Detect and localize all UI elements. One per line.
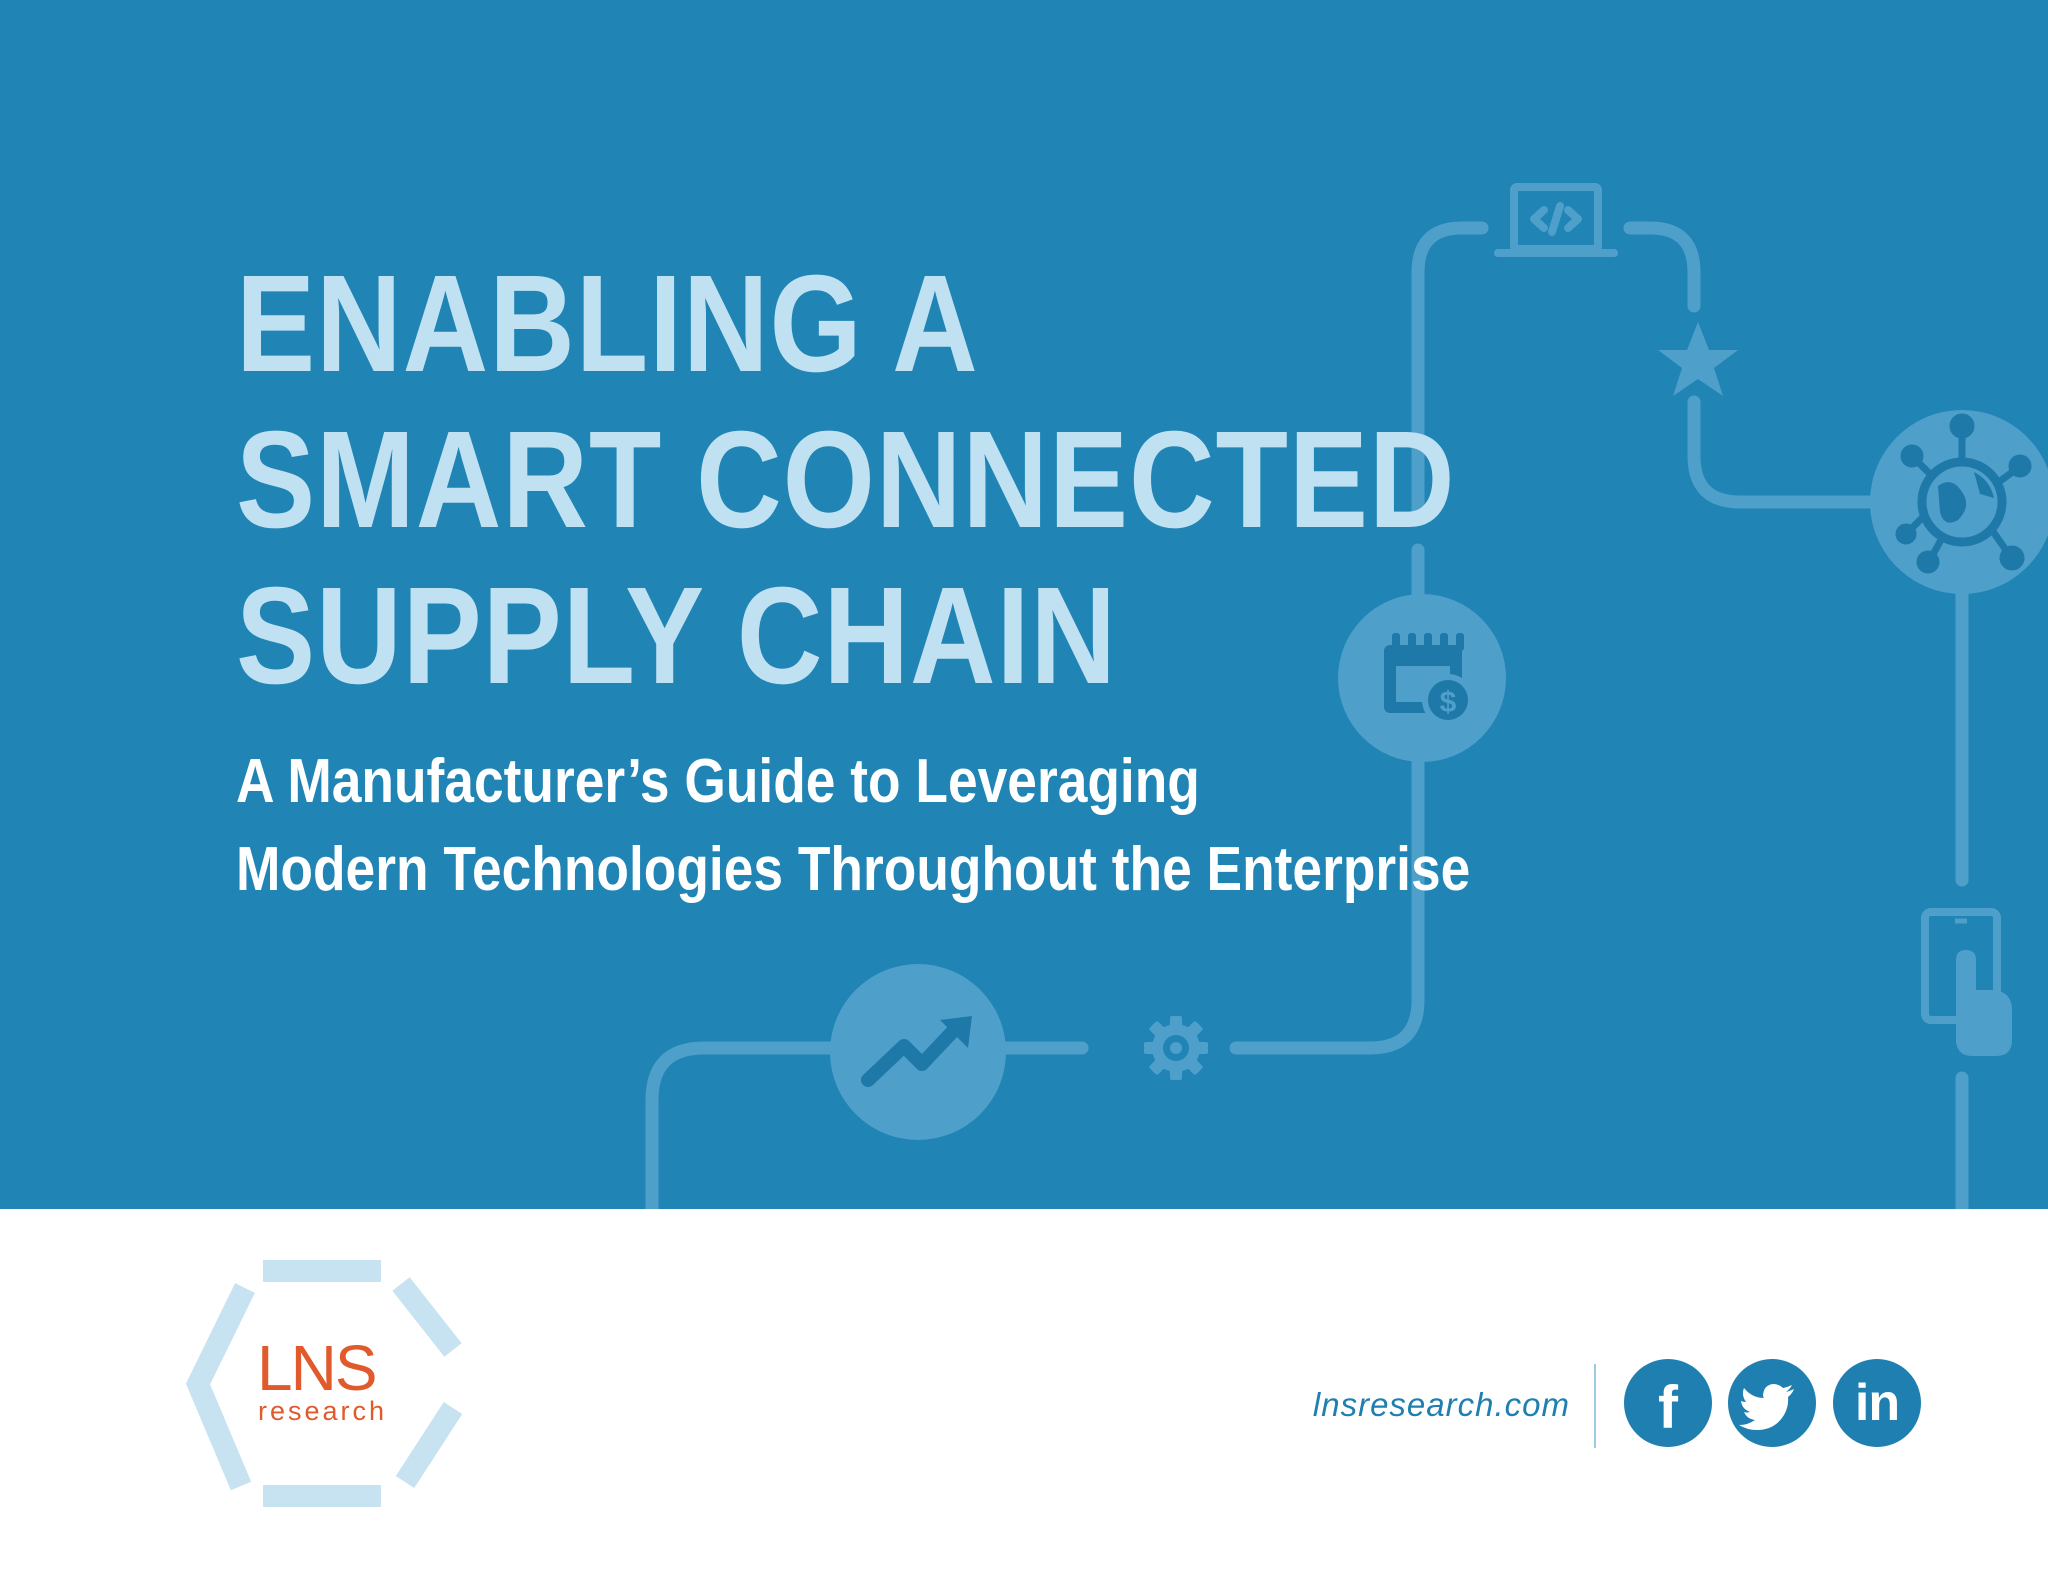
twitter-button[interactable] <box>1728 1359 1816 1447</box>
calendar-dollar-icon: $ <box>1338 594 1506 762</box>
cover-title: ENABLING A SMART CONNECTED SUPPLY CHAIN <box>236 246 1455 714</box>
title-line: SMART CONNECTED <box>236 403 1456 557</box>
gear-icon <box>1144 1016 1208 1080</box>
title-line: ENABLING A <box>236 247 979 401</box>
star-icon <box>1658 322 1738 396</box>
title-line: SUPPLY CHAIN <box>236 559 1117 713</box>
cover-banner: $ <box>0 0 2048 1209</box>
footer-divider <box>1594 1364 1596 1448</box>
cover-subtitle: A Manufacturer’s Guide to Leveraging Mod… <box>236 738 1470 914</box>
svg-text:$: $ <box>1440 686 1457 719</box>
subtitle-line: Modern Technologies Throughout the Enter… <box>236 835 1471 904</box>
supply-chain-network-illustration: $ <box>645 183 2048 1209</box>
linkedin-icon: in <box>1854 1374 1900 1432</box>
facebook-button[interactable]: f <box>1624 1359 1712 1447</box>
logo-subword: research <box>258 1396 388 1426</box>
global-network-icon <box>1870 410 2048 594</box>
facebook-icon: f <box>1658 1373 1678 1441</box>
linkedin-button[interactable]: in <box>1833 1359 1921 1447</box>
trend-up-icon <box>830 964 1006 1140</box>
lns-research-logo <box>185 1260 463 1507</box>
twitter-icon <box>1739 1384 1794 1430</box>
logo-wordmark: LNS <box>257 1332 377 1404</box>
subtitle-line: A Manufacturer’s Guide to Leveraging <box>236 747 1200 816</box>
tablet-touch-icon <box>1921 908 2012 1056</box>
website-link[interactable]: lnsresearch.com <box>1312 1386 1570 1423</box>
laptop-code-icon <box>1494 183 1618 257</box>
